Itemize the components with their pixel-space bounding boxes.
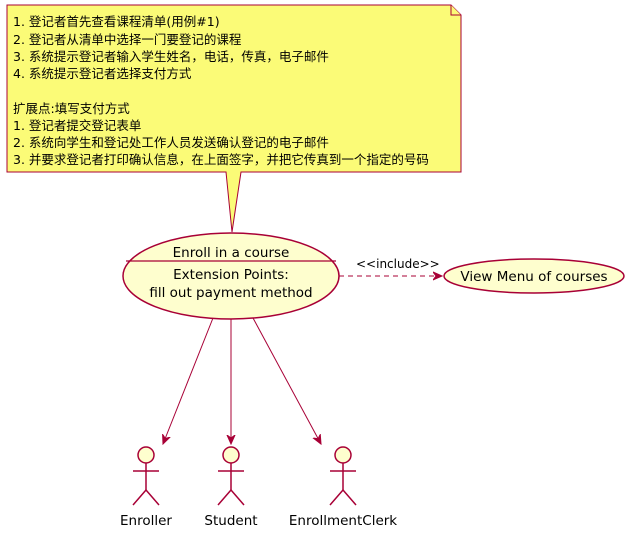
stick-figure-icon (132, 446, 160, 506)
actor-student[interactable]: Student (204, 446, 258, 529)
actor-name: Student (204, 513, 257, 529)
usecase-view-menu-ellipse (443, 258, 625, 294)
note-line: 1. 登记者提交登记表单 (13, 118, 141, 133)
association-enroller (163, 317, 214, 444)
note-line: 4. 系统提示登记者选择支付方式 (13, 66, 192, 81)
note-line: 2. 系统向学生和登记处工作人员发送确认登记的电子邮件 (13, 135, 329, 150)
association-enrollment-clerk (252, 317, 321, 444)
actor-enroller[interactable]: Enroller (120, 446, 172, 529)
note-line: 2. 登记者从清单中选择一门要登记的课程 (13, 32, 242, 47)
usecase-enroll[interactable]: Enroll in a course Extension Points: fil… (122, 232, 340, 320)
actor-name: EnrollmentClerk (289, 513, 397, 529)
stick-figure-icon (329, 446, 357, 506)
note-box (6, 4, 462, 233)
actor-enrollment-clerk[interactable]: EnrollmentClerk (289, 446, 397, 529)
usecase-enroll-title: Enroll in a course (173, 245, 290, 261)
include-stereotype: <<include>> (356, 257, 440, 271)
usecase-enroll-point: fill out payment method (149, 285, 312, 301)
usecase-view-menu-title: View Menu of courses (460, 269, 607, 285)
note-line: 3. 系统提示登记者输入学生姓名，电话，传真，电子邮件 (13, 49, 329, 64)
note-line: 扩展点:填写支付方式 (13, 101, 130, 116)
usecase-view-menu[interactable]: View Menu of courses (443, 258, 625, 294)
note: 1. 登记者首先查看课程清单(用例#1) 2. 登记者从清单中选择一门要登记的课… (6, 4, 462, 233)
stick-figure-icon (217, 446, 245, 506)
note-corner (450, 5, 461, 16)
actor-name: Enroller (120, 513, 172, 529)
note-line: 1. 登记者首先查看课程清单(用例#1) (13, 14, 220, 29)
note-line: 3. 并要求登记者打印确认信息，在上面签字，并把它传真到一个指定的号码 (13, 152, 429, 167)
usecase-enroll-section: Extension Points: (173, 267, 289, 283)
